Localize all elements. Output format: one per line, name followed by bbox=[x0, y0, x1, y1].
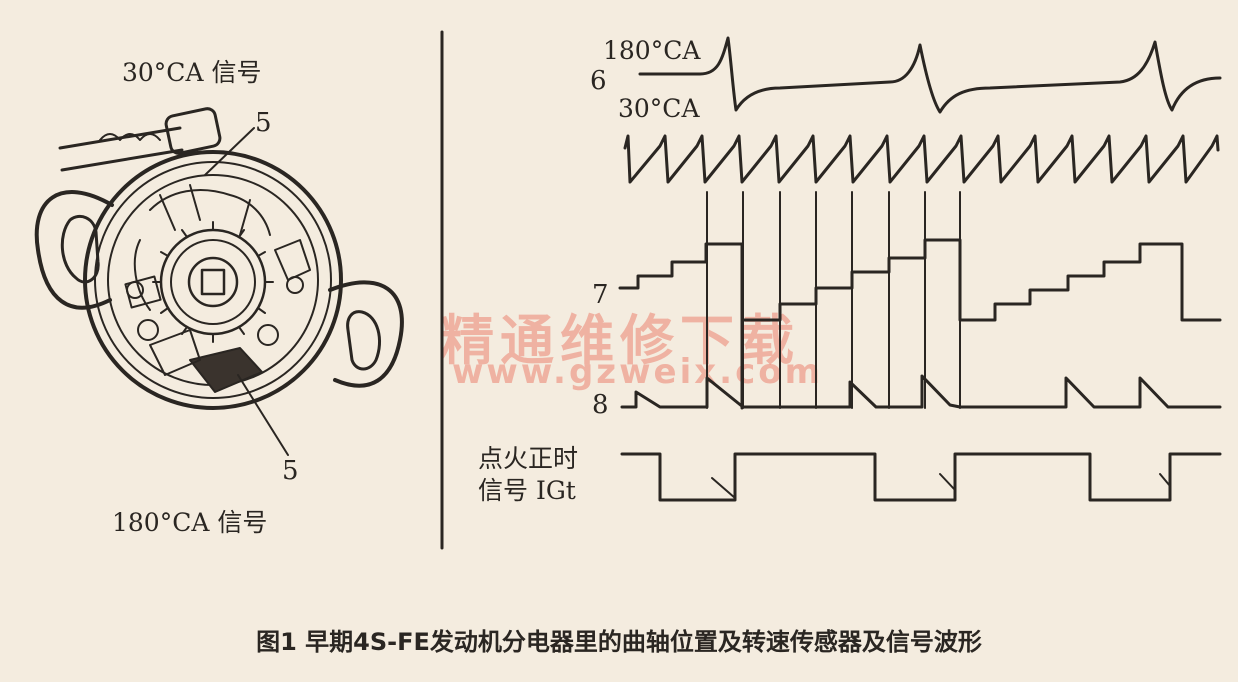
trace-number-6: 6 bbox=[590, 66, 607, 96]
trace-pulse-waveform bbox=[620, 374, 1222, 409]
trace-number-7: 7 bbox=[592, 280, 609, 310]
figure-caption: 图1 早期4S-FE发动机分电器里的曲轴位置及转速传感器及信号波形 bbox=[256, 628, 982, 656]
watermark-url: www.gzweix.com bbox=[452, 352, 824, 392]
trace-180ca-waveform bbox=[638, 36, 1222, 114]
callout-5-top: 5 bbox=[255, 108, 272, 138]
igt-label-line1: 点火正时 bbox=[478, 444, 579, 473]
distributor-illustration bbox=[34, 107, 404, 456]
trace-30ca-waveform bbox=[623, 134, 1220, 184]
watermark-title: 精通维修下载 bbox=[440, 309, 800, 372]
label-180ca: 180°CA bbox=[603, 36, 701, 65]
label-30ca-signal: 30°CA 信号 bbox=[122, 58, 262, 87]
trace-counter-waveform bbox=[618, 238, 1222, 410]
callout-5-bottom: 5 bbox=[282, 456, 299, 486]
igt-label-line2: 信号 IGt bbox=[478, 476, 576, 505]
trace-igt-waveform bbox=[620, 452, 1222, 502]
label-30ca: 30°CA bbox=[618, 94, 700, 123]
trace-number-8: 8 bbox=[592, 390, 609, 420]
label-180ca-signal: 180°CA 信号 bbox=[112, 508, 268, 537]
